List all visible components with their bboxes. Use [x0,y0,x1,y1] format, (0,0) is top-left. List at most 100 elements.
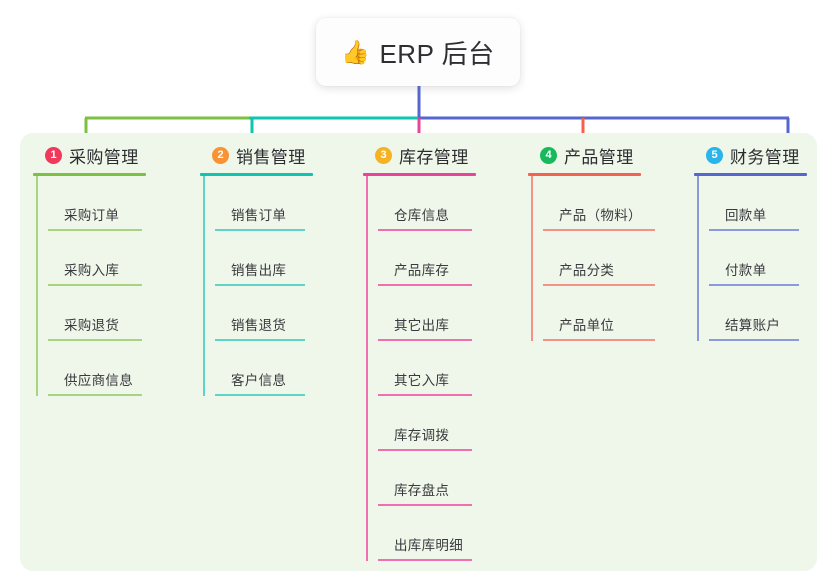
column-header-4[interactable]: 4 产品管理 [528,143,641,167]
root-title-text: ERP 后台 [379,38,495,69]
column-title-1: 采购管理 [69,147,139,167]
column-header-2[interactable]: 2 销售管理 [200,143,313,167]
leaf-item[interactable]: 结算账户 [706,286,807,341]
leaf-item-rule [215,284,305,286]
leaf-item[interactable]: 客户信息 [212,341,313,396]
leaf-item-label: 销售订单 [231,208,287,223]
column-2: 2 销售管理销售订单销售出库销售退货客户信息 [200,143,313,396]
column-rule-3 [363,173,476,176]
column-rule-2 [200,173,313,176]
leaf-item-rule [378,339,472,341]
leaf-item[interactable]: 产品（物料） [540,176,655,231]
leaf-item-label: 其它入库 [394,373,450,388]
leaf-item-label: 产品分类 [559,263,615,278]
leaf-item-label: 回款单 [725,208,767,223]
leaf-item-label: 付款单 [725,263,767,278]
leaf-item[interactable]: 销售出库 [212,231,313,286]
column-1: 1 采购管理采购订单采购入库采购退货供应商信息 [33,143,146,396]
leaf-item-rule [543,284,655,286]
root-node-title: 👍 ERP 后台 [341,34,494,71]
column-items-2: 销售订单销售出库销售退货客户信息 [200,176,313,396]
leaf-item-rule [378,449,472,451]
column-3: 3 库存管理仓库信息产品库存其它出库其它入库库存调拨库存盘点出库库明细 [363,143,476,561]
leaf-item[interactable]: 其它出库 [375,286,476,341]
leaf-item-label: 销售出库 [231,263,287,278]
leaf-item-rule [215,394,305,396]
leaf-item-label: 产品库存 [394,263,450,278]
leaf-item[interactable]: 库存调拨 [375,396,476,451]
column-header-1[interactable]: 1 采购管理 [33,143,146,167]
column-title-4: 产品管理 [564,147,634,167]
column-4: 4 产品管理产品（物料） 产品分类产品单位 [528,143,655,341]
leaf-item-rule [48,394,142,396]
leaf-item[interactable]: 出库库明细 [375,506,476,561]
leaf-item[interactable]: 产品单位 [540,286,655,341]
leaf-item-label: 库存盘点 [394,483,450,498]
leaf-item-label: 销售退货 [231,318,287,333]
leaf-item-rule [215,339,305,341]
leaf-item-rule [378,559,472,561]
leaf-item-label: 客户信息 [231,373,287,388]
leaf-item[interactable]: 付款单 [706,231,807,286]
column-title-2: 销售管理 [236,147,306,167]
column-badge-3: 3 [375,146,392,164]
leaf-item[interactable]: 采购入库 [45,231,146,286]
leaf-item[interactable]: 仓库信息 [375,176,476,231]
column-spine-3 [366,176,368,561]
leaf-item-rule [48,284,142,286]
leaf-item[interactable]: 销售退货 [212,286,313,341]
column-header-3[interactable]: 3 库存管理 [363,143,476,167]
column-spine-1 [36,176,38,396]
column-items-5: 回款单付款单结算账户 [694,176,807,341]
leaf-item-label: 其它出库 [394,318,450,333]
root-node-card[interactable]: 👍 ERP 后台 [316,18,520,86]
leaf-item[interactable]: 销售订单 [212,176,313,231]
leaf-item[interactable]: 采购订单 [45,176,146,231]
column-badge-2: 2 [212,146,229,164]
leaf-item[interactable]: 其它入库 [375,341,476,396]
leaf-item-label: 仓库信息 [394,208,450,223]
column-spine-2 [203,176,205,396]
column-rule-1 [33,173,146,176]
leaf-item-rule [48,229,142,231]
leaf-item[interactable]: 产品分类 [540,231,655,286]
leaf-item-rule [543,339,655,341]
leaf-item-label: 采购订单 [64,208,120,223]
leaf-item[interactable]: 供应商信息 [45,341,146,396]
leaf-item[interactable]: 回款单 [706,176,807,231]
leaf-item-label: 出库库明细 [394,538,463,553]
leaf-item-rule [48,339,142,341]
column-spine-4 [531,176,533,341]
leaf-item-label: 供应商信息 [64,373,133,388]
leaf-item-label: 产品单位 [559,318,615,333]
column-rule-4 [528,173,641,176]
column-items-3: 仓库信息产品库存其它出库其它入库库存调拨库存盘点出库库明细 [363,176,476,561]
branches-panel [20,133,817,571]
leaf-item-label: 结算账户 [725,318,781,333]
leaf-item-rule [378,504,472,506]
column-badge-4: 4 [540,146,557,164]
leaf-item-rule [709,229,799,231]
leaf-item-label: 采购入库 [64,263,120,278]
leaf-item-rule [215,229,305,231]
column-badge-5: 5 [706,146,723,164]
column-title-3: 库存管理 [399,147,469,167]
leaf-item-label: 采购退货 [64,318,120,333]
leaf-item[interactable]: 采购退货 [45,286,146,341]
leaf-item-rule [543,229,655,231]
column-items-1: 采购订单采购入库采购退货供应商信息 [33,176,146,396]
leaf-item-rule [709,284,799,286]
column-badge-1: 1 [45,146,62,164]
leaf-item-label: 产品（物料） [559,208,642,223]
leaf-item[interactable]: 产品库存 [375,231,476,286]
leaf-item-label: 库存调拨 [394,428,450,443]
leaf-item-rule [709,339,799,341]
leaf-item-rule [378,229,472,231]
leaf-item-rule [378,394,472,396]
leaf-item-rule [378,284,472,286]
thumbs-up-icon: 👍 [341,38,371,65]
leaf-item[interactable]: 库存盘点 [375,451,476,506]
